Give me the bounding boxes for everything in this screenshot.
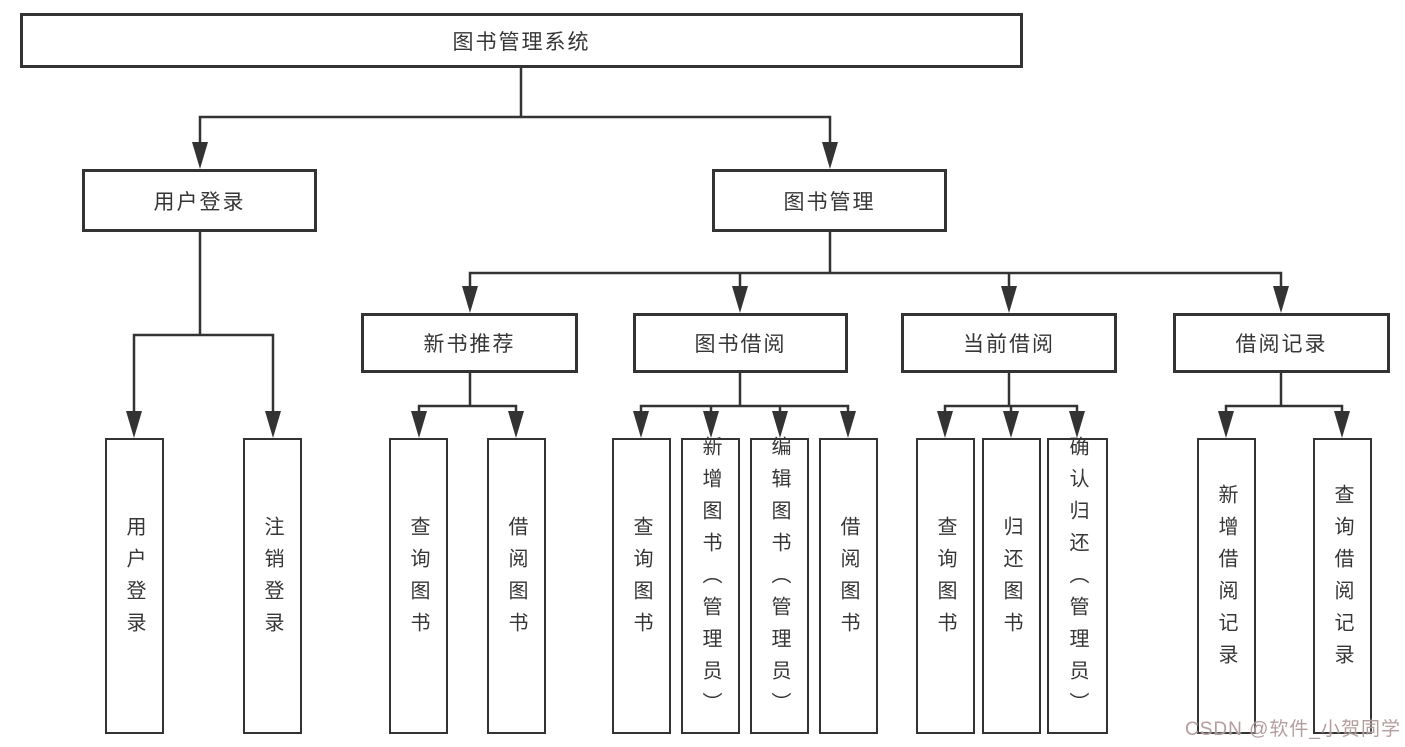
node-label: 确认归还（管理员） <box>1066 436 1088 724</box>
leaf-query-borrow-record: 查询借阅记录 <box>1313 438 1372 734</box>
csdn-watermark: CSDN @软件_小贺同学 <box>1185 719 1401 740</box>
node-book-borrowing: 图书借阅 <box>633 313 848 373</box>
leaf-add-borrow-record: 新增借阅记录 <box>1197 438 1256 734</box>
node-label: 查询图书 <box>407 516 429 644</box>
leaf-query-books-borrow: 查询图书 <box>612 438 671 734</box>
node-label: 注销登录 <box>261 516 283 644</box>
leaf-borrow-books-recommend: 借阅图书 <box>487 438 546 734</box>
node-label: 查询图书 <box>934 516 956 644</box>
leaf-edit-books-admin: 编辑图书（管理员） <box>750 436 809 734</box>
node-current-borrowing: 当前借阅 <box>901 313 1117 373</box>
node-label: 图书借阅 <box>694 333 787 356</box>
leaf-query-books-current: 查询图书 <box>916 438 975 734</box>
node-label: 图书管理 <box>783 190 876 214</box>
node-label: 借阅记录 <box>1235 333 1328 356</box>
node-user-login: 用户登录 <box>82 169 317 232</box>
leaf-confirm-return-admin: 确认归还（管理员） <box>1047 436 1108 734</box>
node-label: 新增借阅记录 <box>1215 484 1237 676</box>
node-book-management: 图书管理 <box>712 169 947 232</box>
leaf-add-books-admin: 新增图书（管理员） <box>681 436 740 734</box>
node-label: 归还图书 <box>1000 516 1022 644</box>
leaf-query-books-recommend: 查询图书 <box>389 438 448 734</box>
node-library-management-system: 图书管理系统 <box>20 13 1023 68</box>
arrowheads <box>126 142 1350 438</box>
node-label: 新增图书（管理员） <box>699 436 721 724</box>
node-borrowing-records: 借阅记录 <box>1173 313 1390 373</box>
node-label: 借阅图书 <box>837 516 859 644</box>
node-label: 借阅图书 <box>505 516 527 644</box>
node-new-book-recommendation: 新书推荐 <box>361 313 578 373</box>
leaf-logout: 注销登录 <box>243 438 302 734</box>
node-label: 编辑图书（管理员） <box>768 436 790 724</box>
node-label: 查询借阅记录 <box>1331 484 1353 676</box>
node-label: 用户登录 <box>123 516 145 644</box>
node-label: 图书管理系统 <box>452 30 591 54</box>
node-label: 用户登录 <box>153 190 246 214</box>
node-label: 新书推荐 <box>423 333 516 356</box>
leaf-return-books: 归还图书 <box>982 438 1041 734</box>
node-label: 当前借阅 <box>963 333 1055 356</box>
node-label: 查询图书 <box>630 516 652 644</box>
leaf-borrow-books: 借阅图书 <box>819 438 878 734</box>
leaf-user-login: 用户登录 <box>105 438 164 734</box>
